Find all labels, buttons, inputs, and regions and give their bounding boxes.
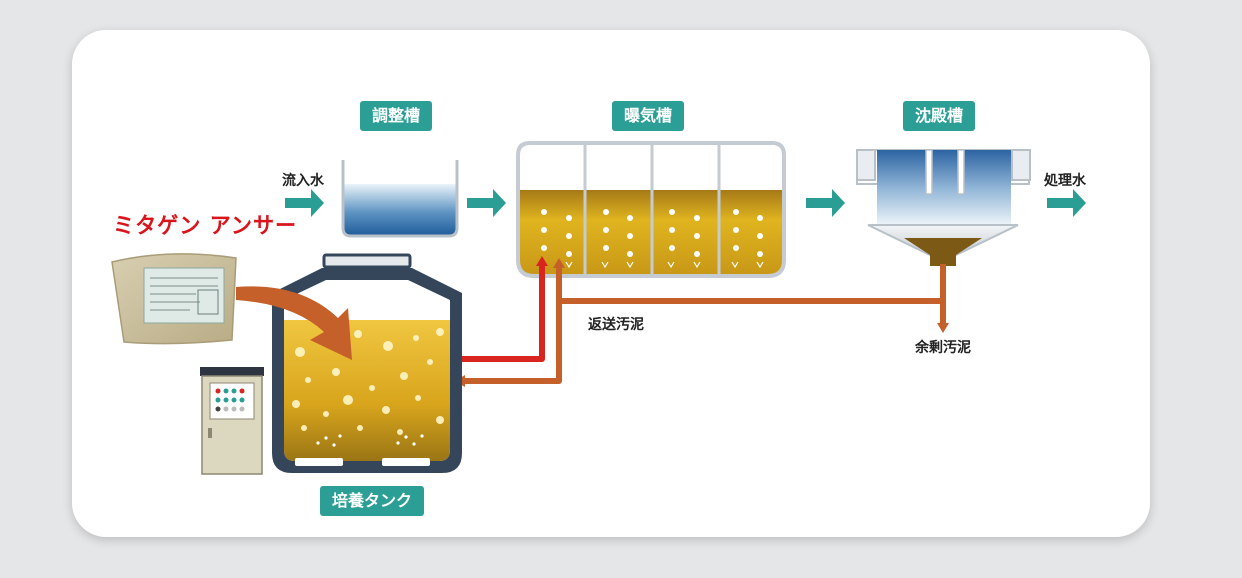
arrow-head [937,323,949,333]
culture-tank-label: 培養タンク [320,486,425,516]
adjustment-tank-label: 調整槽 [360,101,433,131]
aeration-tank [516,141,786,278]
feed-pipe [448,262,545,362]
product-bag-icon [111,253,237,345]
treated-water-label: 処理水 [1044,173,1086,189]
return-sludge-label: 返送汚泥 [588,317,644,333]
culture-tank [272,253,462,473]
settling-tank [856,149,1031,266]
excess-sludge-label: 余剰汚泥 [915,340,971,356]
adjustment-tank [341,160,459,238]
arrow-head [536,256,548,266]
inflow-water-label: 流入水 [282,173,324,189]
brand-name: ミタゲン アンサー [113,214,298,239]
control-panel-icon [200,367,264,475]
dosing-arrow [236,286,352,360]
aeration-tank-label: 曝気槽 [612,101,685,131]
right-arrow-icon [1047,189,1086,217]
right-arrow-icon [806,189,845,217]
right-arrow-icon [467,189,506,217]
arrow-head [553,258,565,268]
settling-tank-label: 沈殿槽 [903,101,976,131]
right-arrow-icon [285,189,324,217]
return-sludge-pipe [462,264,946,384]
